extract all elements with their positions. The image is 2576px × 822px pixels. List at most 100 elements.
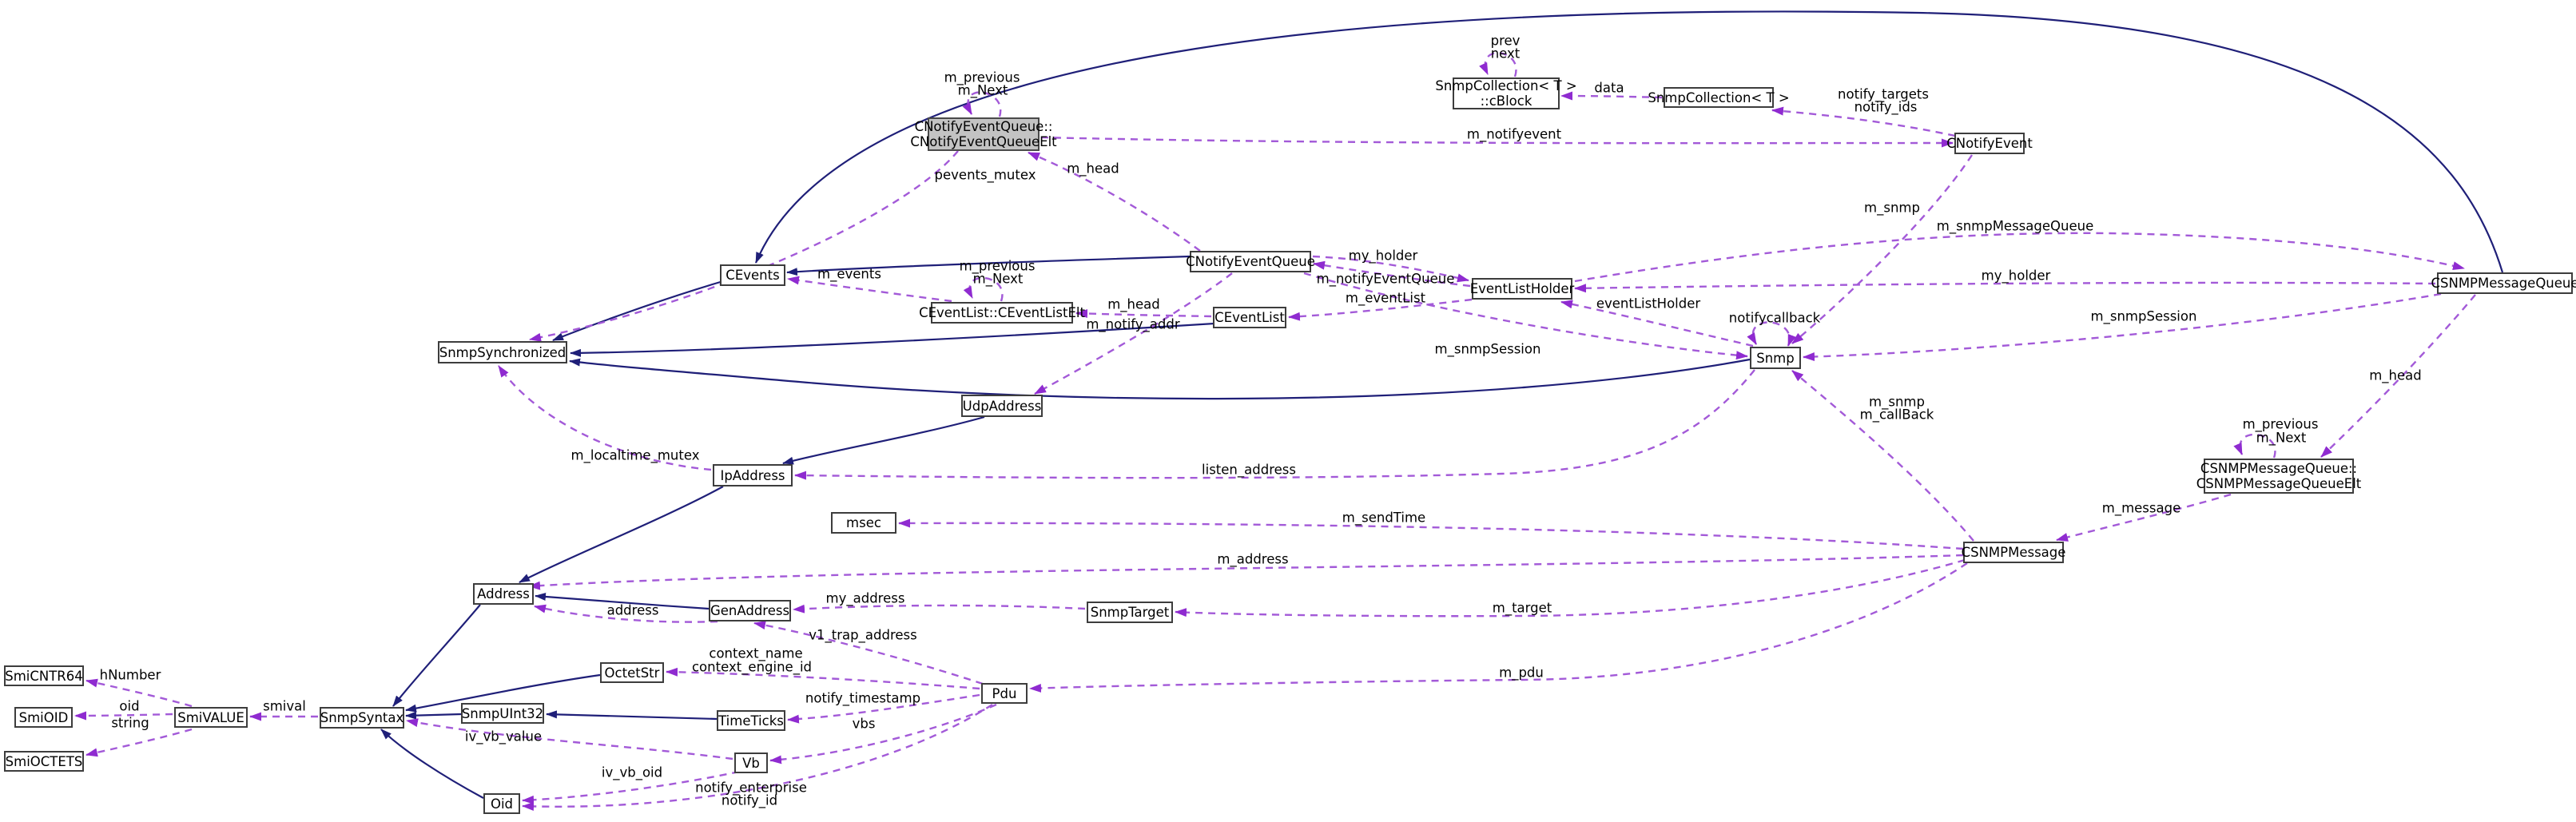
- edge-oid-edge: [74, 711, 173, 721]
- edge-loop-cnotifyeventqueue-elt: [962, 91, 1002, 117]
- class-node-vb[interactable]: Vb: [734, 753, 768, 773]
- class-node-snmptarget[interactable]: SnmpTarget: [1087, 602, 1173, 623]
- edge-iv-vb-oid: [522, 770, 740, 804]
- class-node-msec[interactable]: msec: [831, 512, 896, 534]
- class-node-label: GenAddress: [710, 603, 790, 618]
- edge-loop-csnmpmessagequeue-elt: [2233, 433, 2276, 459]
- class-node-octetstr[interactable]: OctetStr: [600, 662, 664, 683]
- edge-m-events: [787, 276, 952, 303]
- class-node-genaddress[interactable]: GenAddress: [709, 600, 791, 621]
- class-node-cnotifyevent[interactable]: CNotifyEvent: [1946, 133, 2033, 154]
- edge-my-address: [793, 604, 1086, 614]
- edge-m-snmpmessagequeue: [1574, 232, 2465, 283]
- class-node-label: SmiCNTR64: [5, 668, 83, 684]
- class-node-csnmpmessage[interactable]: CSNMPMessage: [1962, 542, 2065, 563]
- class-node-label: CEvents: [725, 268, 780, 283]
- class-node-label: SnmpSyntax: [320, 710, 404, 725]
- edge-inherit-cevents-snmpsynchronized: [552, 280, 724, 342]
- edge-inherit-octetstr-snmpsyntax: [405, 673, 601, 713]
- class-node-label: EventListHolder: [1469, 281, 1575, 296]
- class-node-snmpsynchronized[interactable]: SnmpSynchronized: [438, 341, 567, 363]
- edge-iv-vb-value: [406, 718, 733, 760]
- edge-m-sendtime: [898, 518, 1964, 550]
- edge-inherit-ipaddress-address: [519, 486, 724, 583]
- class-node-label: SnmpUInt32: [461, 705, 544, 721]
- class-node-label: CSNMPMessageQueue::: [2200, 461, 2358, 476]
- class-node-ipaddress[interactable]: IpAddress: [713, 464, 793, 486]
- class-node-label: CNotifyEventQueue::: [914, 119, 1053, 134]
- class-node-csnmpmessagequeue-elt[interactable]: CSNMPMessageQueue::CSNMPMessageQueueElt: [2196, 459, 2361, 494]
- edge-my-holder-right: [1574, 281, 2436, 293]
- class-node-label: CNotifyEventQueue: [1186, 254, 1315, 269]
- class-node-label: UdpAddress: [962, 398, 1042, 414]
- edge-m-notify-addr: [1034, 272, 1233, 395]
- edge-inherit-cnotifyeventqueue-cevents: [786, 255, 1191, 276]
- edge-my-holder-left: [1312, 255, 1469, 283]
- edge-listen-address: [794, 369, 1755, 480]
- edge-m-eventlist: [1288, 298, 1473, 321]
- edge-notify-timestamp: [787, 693, 980, 724]
- edge-inherit-snmp-snmpsynchronized: [569, 358, 1751, 400]
- edge-m-address: [528, 554, 1964, 590]
- class-node-smioctets[interactable]: SmiOCTETS: [4, 751, 84, 772]
- class-node-label: msec: [846, 515, 881, 530]
- edge-inherit-csnmpmessagequeue-cevents: [754, 10, 2504, 273]
- class-node-cevents[interactable]: CEvents: [720, 264, 785, 286]
- class-node-timeticks[interactable]: TimeTicks: [717, 710, 785, 731]
- edge-pevents-mutex: [529, 150, 959, 342]
- class-node-label: CEventList::CEventListElt: [919, 305, 1085, 320]
- class-node-snmpcollection[interactable]: SnmpCollection< T >: [1648, 87, 1790, 108]
- class-node-smivalue[interactable]: SmiVALUE: [174, 707, 248, 728]
- class-node-label: CSNMPMessageQueue: [2431, 276, 2576, 291]
- class-node-cnotifyeventqueue[interactable]: CNotifyEventQueue: [1186, 251, 1315, 272]
- class-node-address[interactable]: Address: [473, 583, 534, 605]
- edge-m-notifyeventqueue: [1313, 260, 1471, 288]
- edge-m-head-top: [1028, 151, 1201, 252]
- edge-loop-ceventlist-elt: [963, 276, 1004, 302]
- edge-notify-targets-ids: [1771, 106, 1956, 137]
- edge-loop-cblock: [1479, 52, 1517, 77]
- class-node-label: SnmpSynchronized: [439, 344, 566, 360]
- class-node-label: Oid: [490, 796, 514, 812]
- class-node-udpaddress[interactable]: UdpAddress: [961, 395, 1043, 417]
- edge-inherit-udpaddress-ipaddress: [782, 415, 985, 465]
- edge-inherit-address-snmpsyntax: [392, 604, 481, 707]
- edge-m-snmp-callback: [1791, 370, 1974, 542]
- class-node-cnotifyeventqueue-elt[interactable]: CNotifyEventQueue::CNotifyEventQueueElt: [910, 117, 1057, 151]
- class-node-oid-node[interactable]: Oid: [483, 793, 520, 814]
- edge-inherit-ceventlist-snmpsynchronized: [570, 322, 1215, 357]
- edge-m-head-mid: [1075, 309, 1212, 319]
- edge-inherit-genaddress-address: [535, 593, 710, 610]
- class-node-label: SnmpTarget: [1090, 605, 1170, 620]
- class-node-label: CSNMPMessageQueueElt: [2196, 476, 2362, 491]
- edge-inherit-oid-snmpsyntax: [380, 729, 484, 799]
- class-node-snmpuint32[interactable]: SnmpUInt32: [461, 703, 544, 724]
- edge-loop-snmp-notifycallback: [1747, 321, 1797, 347]
- edge-m-notifyevent: [1040, 136, 1954, 148]
- edge-eventlistholder-edge: [1560, 300, 1754, 347]
- class-node-eventlistholder[interactable]: EventListHolder: [1469, 278, 1575, 300]
- class-node-label: ::cBlock: [1480, 93, 1532, 109]
- class-node-pdu[interactable]: Pdu: [981, 683, 1028, 704]
- class-node-label: CNotifyEvent: [1946, 136, 2033, 151]
- edge-inherit-snmpuint32-snmpsyntax: [405, 711, 462, 720]
- class-node-snmpcollection-cblock[interactable]: SnmpCollection< T >::cBlock: [1435, 77, 1577, 109]
- class-node-csnmpmessagequeue[interactable]: CSNMPMessageQueue: [2431, 272, 2576, 294]
- class-node-smicntr64[interactable]: SmiCNTR64: [4, 665, 84, 686]
- class-node-ceventlist-elt[interactable]: CEventList::CEventListElt: [919, 302, 1085, 324]
- class-node-snmp[interactable]: Snmp: [1750, 347, 1801, 369]
- edge-m-localtime-mutex: [498, 365, 712, 471]
- edge-address-edge: [534, 604, 718, 623]
- class-node-label: Pdu: [992, 685, 1017, 701]
- edge-m-target: [1175, 558, 1966, 617]
- edge-context-name-engine: [666, 667, 980, 690]
- edge-m-head-right: [2320, 294, 2476, 458]
- class-node-smioid[interactable]: SmiOID: [14, 707, 73, 728]
- class-node-ceventlist[interactable]: CEventList: [1213, 307, 1286, 328]
- class-node-label: SmiVALUE: [177, 709, 244, 725]
- edge-inherit-timeticks-snmpuint32: [546, 710, 718, 721]
- class-node-label: SmiOCTETS: [5, 753, 83, 769]
- class-node-snmpsyntax[interactable]: SnmpSyntax: [320, 707, 404, 729]
- edge-notify-enterprise-id: [522, 703, 993, 811]
